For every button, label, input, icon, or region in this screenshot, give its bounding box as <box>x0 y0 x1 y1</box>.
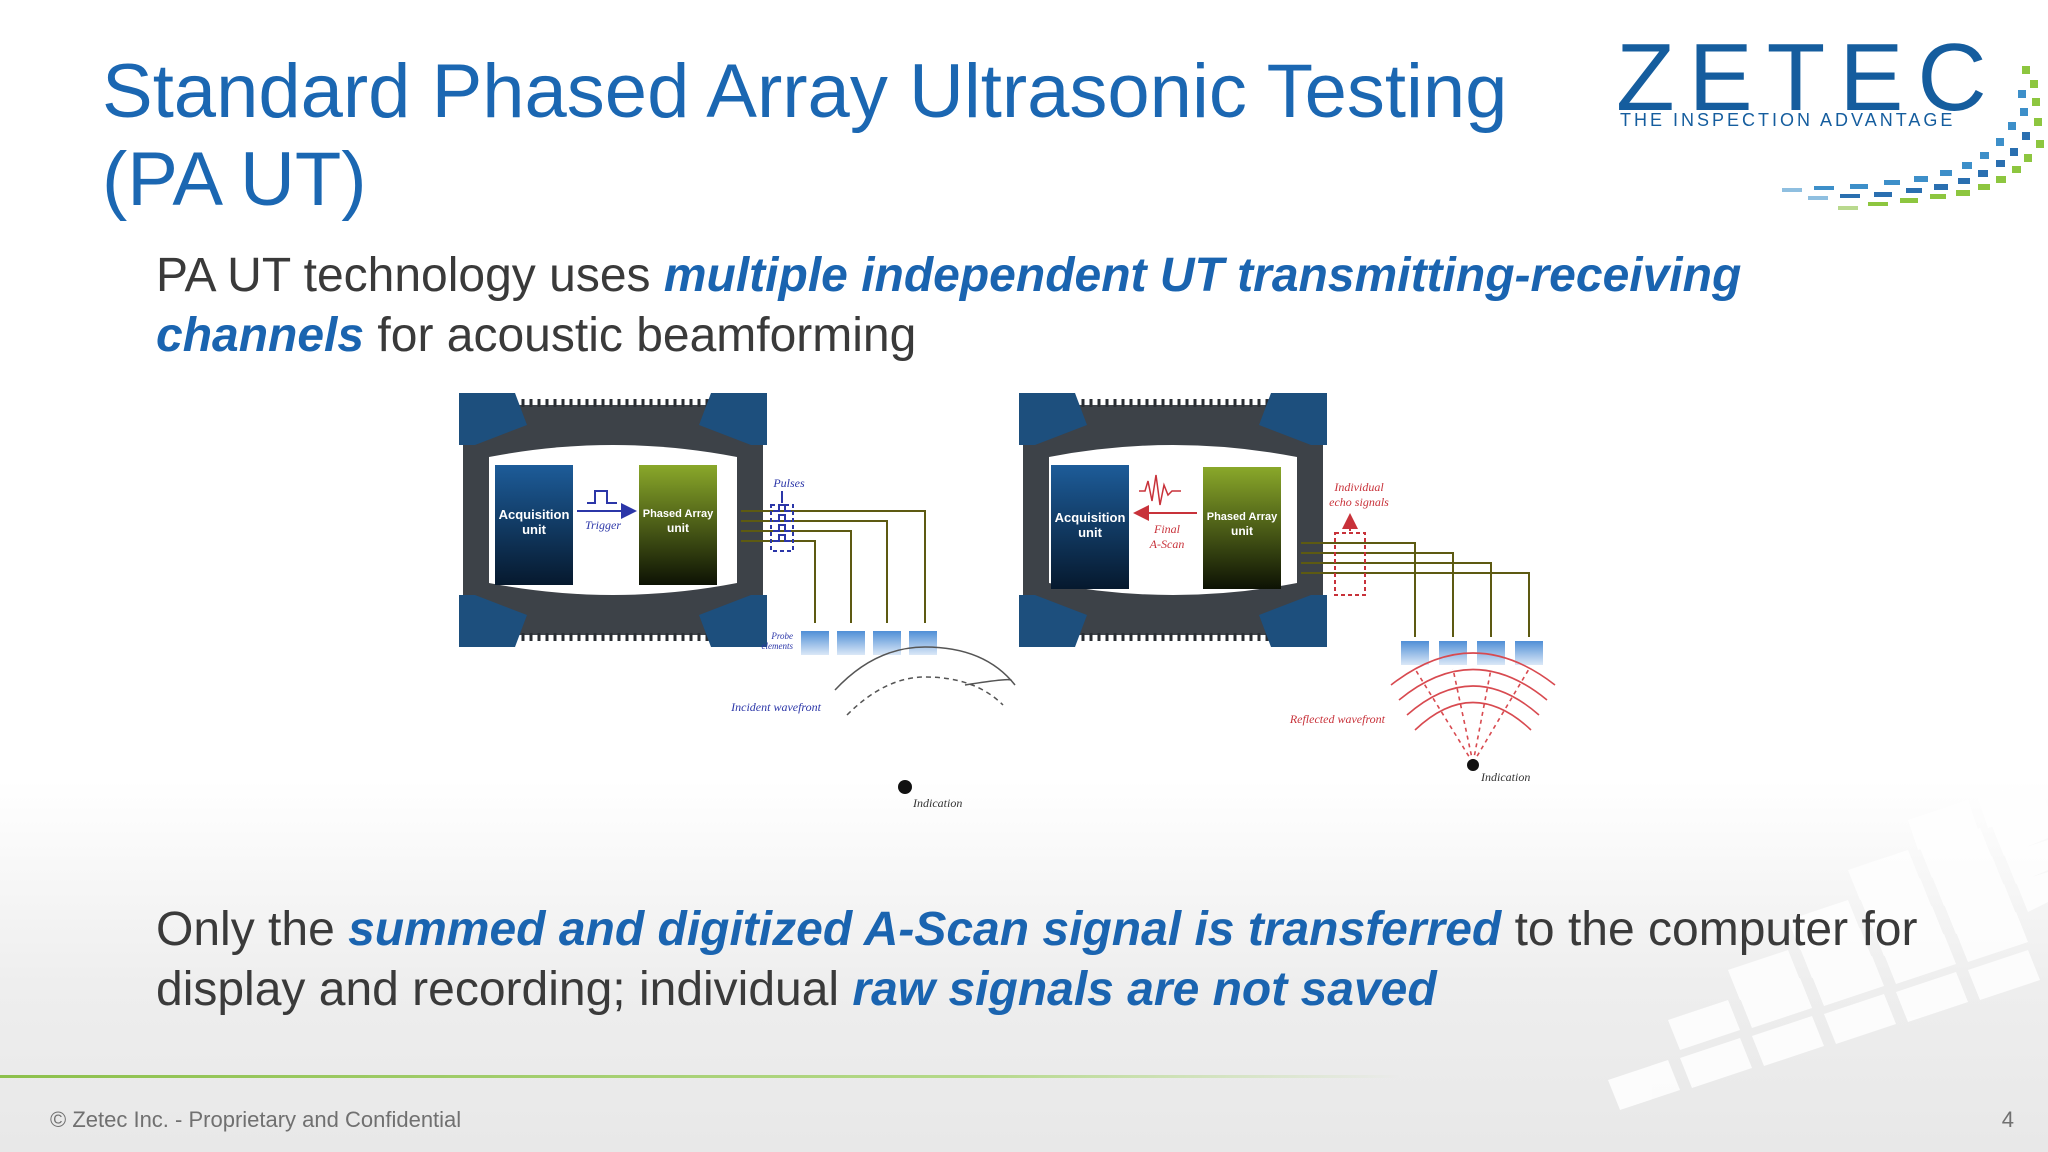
logo-wordmark: ZETEC <box>1616 24 2001 131</box>
title-line-1: Standard Phased Array Ultrasonic Testing <box>102 49 1508 134</box>
paragraph-ascan: Only the summed and digitized A-Scan sig… <box>156 900 1956 1020</box>
left-wavefront-label: Incident wavefront <box>730 700 822 714</box>
phased-array-diagram: Acquisition unit Phased Array unit Trigg… <box>459 393 1556 810</box>
right-acq-label-1: Acquisition <box>1055 510 1126 525</box>
left-trigger-label: Trigger <box>585 518 621 532</box>
para1-emphasis: multiple independent UT transmitting-rec… <box>156 249 1742 362</box>
right-probe-elements <box>1401 641 1543 665</box>
right-indication-label: Indication <box>1480 770 1530 784</box>
para2-text-mid: to the computer for display and recordin… <box>156 903 1918 1016</box>
right-final-label-2: A-Scan <box>1149 537 1185 551</box>
right-pa-label-1: Phased Array <box>1207 511 1278 523</box>
right-indication-dot <box>1467 759 1479 771</box>
right-final-label-1: Final <box>1153 522 1181 536</box>
footer-copyright: © Zetec Inc. - Proprietary and Confident… <box>50 1107 462 1132</box>
right-acq-label-2: unit <box>1078 525 1102 540</box>
left-pulses-label: Pulses <box>772 476 805 490</box>
left-probe-elements <box>801 631 937 655</box>
left-acq-label-1: Acquisition <box>499 507 570 522</box>
title-line-2: (PA UT) <box>102 137 367 222</box>
left-pa-label-1: Phased Array <box>643 508 714 520</box>
left-indication-label: Indication <box>912 796 962 810</box>
left-incident-wavefront <box>834 646 1016 716</box>
right-echo-label-1: Individual <box>1333 480 1384 494</box>
left-probe-label-2: elements <box>762 641 794 651</box>
left-probe-label-1: Probe <box>770 631 793 641</box>
left-acquisition-unit <box>495 465 573 585</box>
para2-text: Only the <box>156 903 349 956</box>
footer-divider <box>0 1075 1400 1078</box>
background-fade <box>0 780 2048 1152</box>
left-device <box>459 393 767 647</box>
right-device <box>1019 393 1327 647</box>
left-pa-label-2: unit <box>667 521 689 535</box>
left-phased-array-unit <box>639 465 717 585</box>
left-indication-dot <box>898 780 912 794</box>
right-echo-box <box>1334 532 1366 596</box>
right-echo-label-2: echo signals <box>1329 495 1389 509</box>
paragraph-technology: PA UT technology uses multiple independe… <box>156 246 1916 366</box>
para2-emphasis-1: summed and digitized A-Scan signal is tr… <box>348 903 1502 956</box>
para2-emphasis-2: raw signals are not saved <box>852 963 1437 1016</box>
right-ascan-waveform-icon <box>1139 474 1181 506</box>
logo-tagline: THE INSPECTION ADVANTAGE <box>1620 110 1956 130</box>
logo-mesh-graphic <box>1782 66 2044 210</box>
left-acq-label-2: unit <box>522 522 546 537</box>
left-trigger-pulse-icon <box>587 490 617 504</box>
right-wavefront-label: Reflected wavefront <box>1289 712 1386 726</box>
para1-text-end: for acoustic beamforming <box>364 309 917 362</box>
background-tile-pattern <box>1608 780 2048 1110</box>
right-reflected-wavefront <box>1390 652 1556 764</box>
zetec-logo: ZETEC THE INSPECTION ADVANTAGE <box>1612 28 2048 218</box>
left-channel-wires <box>741 510 926 623</box>
right-pa-label-2: unit <box>1231 524 1253 538</box>
right-phased-array-unit <box>1203 467 1281 589</box>
right-acquisition-unit <box>1051 465 1129 589</box>
page-number: 4 <box>2001 1107 2014 1132</box>
para1-text: PA UT technology uses <box>156 249 664 302</box>
slide-title: Standard Phased Array Ultrasonic Testing… <box>102 48 1582 224</box>
